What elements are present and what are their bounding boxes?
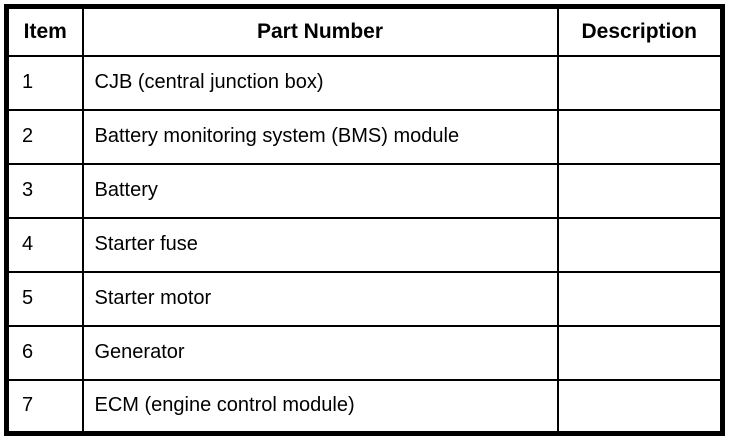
table-header-row: Item Part Number Description: [5, 5, 724, 57]
description-cell: [556, 162, 724, 219]
table-row: 1 CJB (central junction box): [5, 54, 724, 111]
item-cell: 3: [5, 162, 84, 219]
item-cell: 5: [5, 270, 84, 327]
item-cell: 2: [5, 108, 84, 165]
description-cell: [556, 108, 724, 165]
part-number-cell: ECM (engine control module): [81, 378, 559, 435]
header-cell-item: Item: [5, 5, 84, 57]
description-cell: [556, 54, 724, 111]
table-row: 4 Starter fuse: [5, 216, 724, 273]
part-number-cell: Starter motor: [81, 270, 559, 327]
table-row: 3 Battery: [5, 162, 724, 219]
header-cell-description: Description: [556, 5, 724, 57]
table-row: 6 Generator: [5, 324, 724, 381]
item-cell: 4: [5, 216, 84, 273]
header-cell-part-number: Part Number: [81, 5, 559, 57]
description-cell: [556, 270, 724, 327]
item-cell: 6: [5, 324, 84, 381]
part-number-cell: Battery: [81, 162, 559, 219]
table-row: 2 Battery monitoring system (BMS) module: [5, 108, 724, 165]
table-row: 5 Starter motor: [5, 270, 724, 327]
table-row: 7 ECM (engine control module): [5, 378, 724, 435]
description-cell: [556, 216, 724, 273]
item-cell: 1: [5, 54, 84, 111]
parts-table: Item Part Number Description 1 CJB (cent…: [4, 4, 725, 436]
item-cell: 7: [5, 378, 84, 435]
part-number-cell: Starter fuse: [81, 216, 559, 273]
part-number-cell: Generator: [81, 324, 559, 381]
description-cell: [556, 324, 724, 381]
part-number-cell: CJB (central junction box): [81, 54, 559, 111]
part-number-cell: Battery monitoring system (BMS) module: [81, 108, 559, 165]
description-cell: [556, 378, 724, 435]
